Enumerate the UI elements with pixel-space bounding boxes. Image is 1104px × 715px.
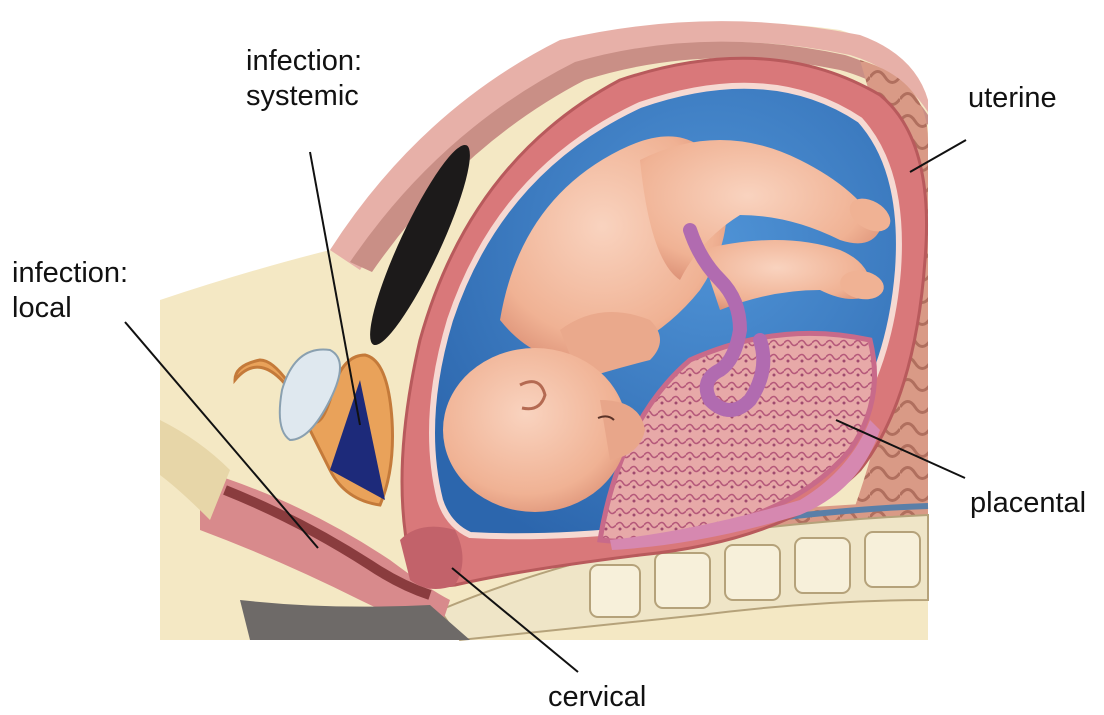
- label-cervical: cervical: [548, 680, 646, 715]
- label-placental: placental: [970, 486, 1086, 521]
- label-infection-systemic: infection: systemic: [246, 44, 362, 114]
- label-infection-local: infection: local: [12, 256, 128, 326]
- label-uterine: uterine: [968, 81, 1057, 116]
